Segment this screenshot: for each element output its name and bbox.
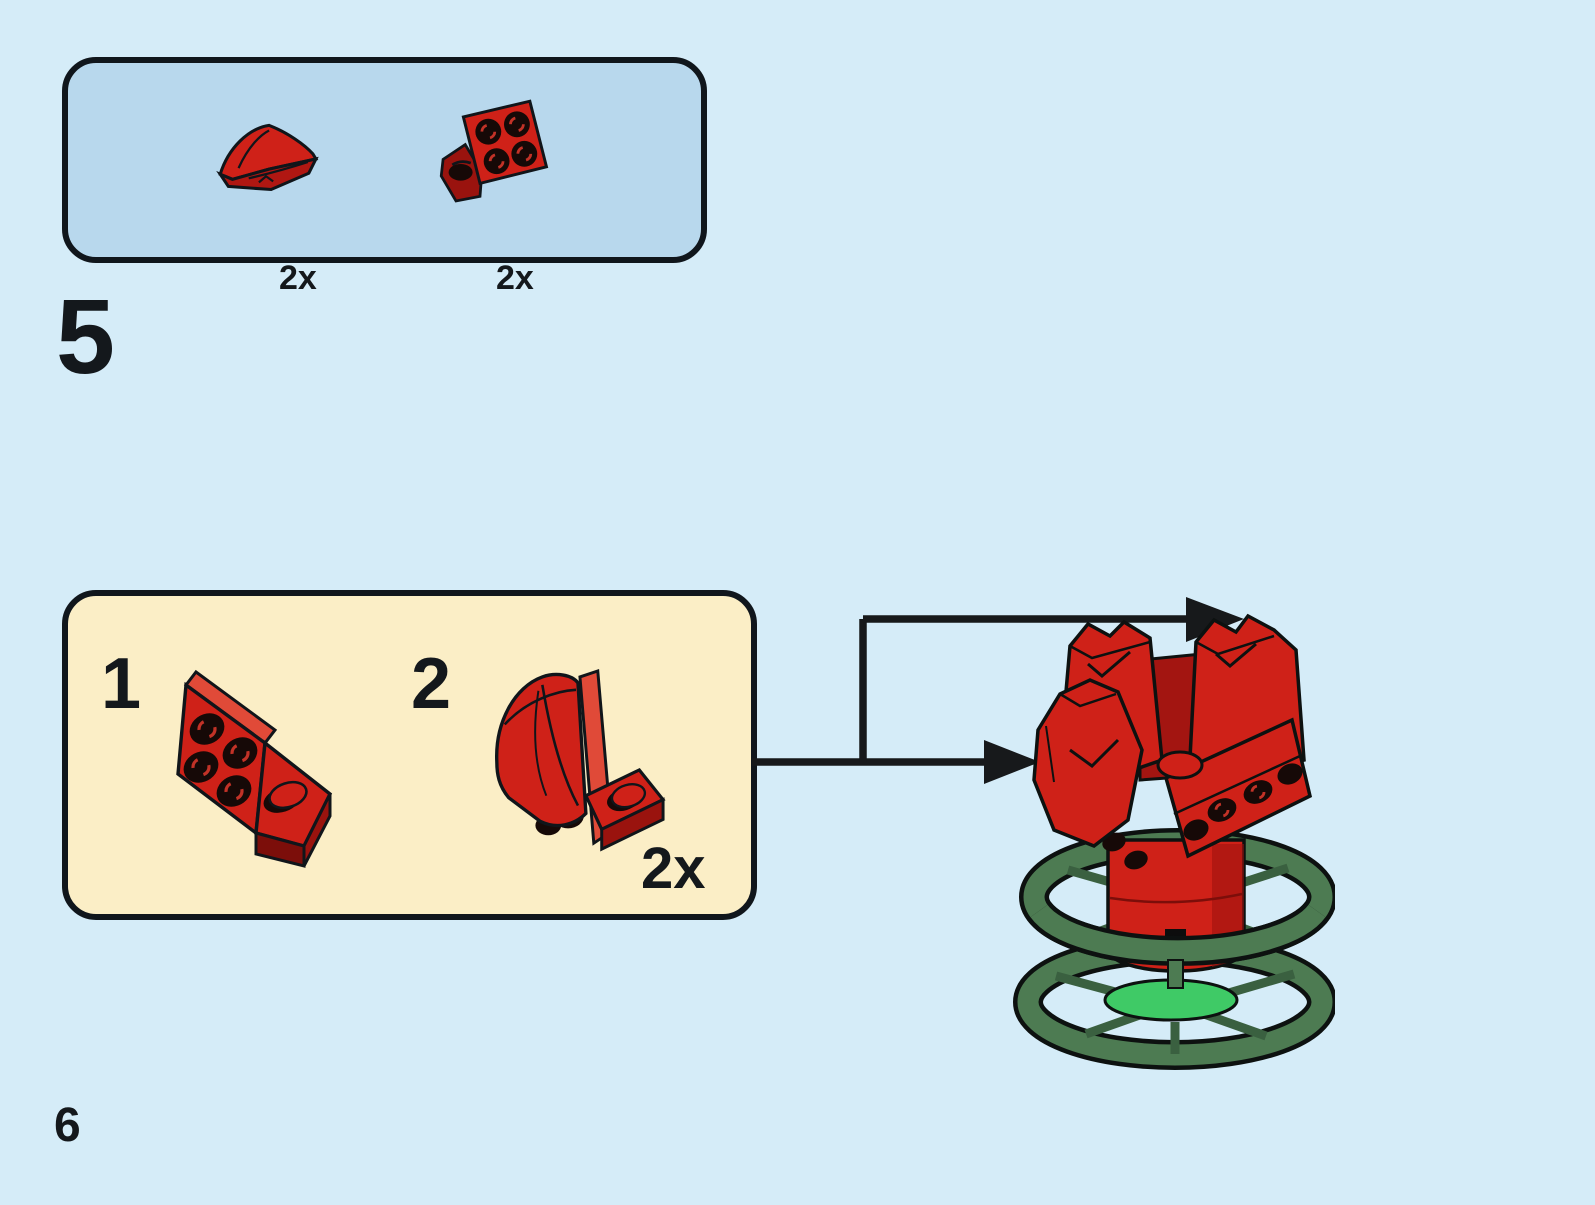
bracket-piece-icon [439, 99, 549, 203]
substep-2-slope-on-bracket-icon [495, 669, 666, 852]
substep-1-label: 1 [101, 644, 142, 724]
page-number: 6 [54, 1099, 81, 1152]
substep-2-label: 2 [411, 644, 452, 724]
center-stud [1156, 750, 1204, 780]
part-qty-label: 2x [279, 259, 317, 297]
parts-callout-box: 2x 2x [62, 57, 707, 295]
substep-1-bracket-icon [176, 669, 333, 868]
curved-slope-piece-icon [216, 123, 319, 192]
substep-callout-box: 1 2 [62, 590, 757, 920]
substep-qty-label: 2x [641, 836, 706, 901]
arrow-head-bottom [984, 740, 1040, 784]
step-number: 5 [56, 278, 115, 396]
part-qty-label: 2x [496, 259, 534, 297]
rose-bud-illustration [1013, 613, 1335, 1070]
